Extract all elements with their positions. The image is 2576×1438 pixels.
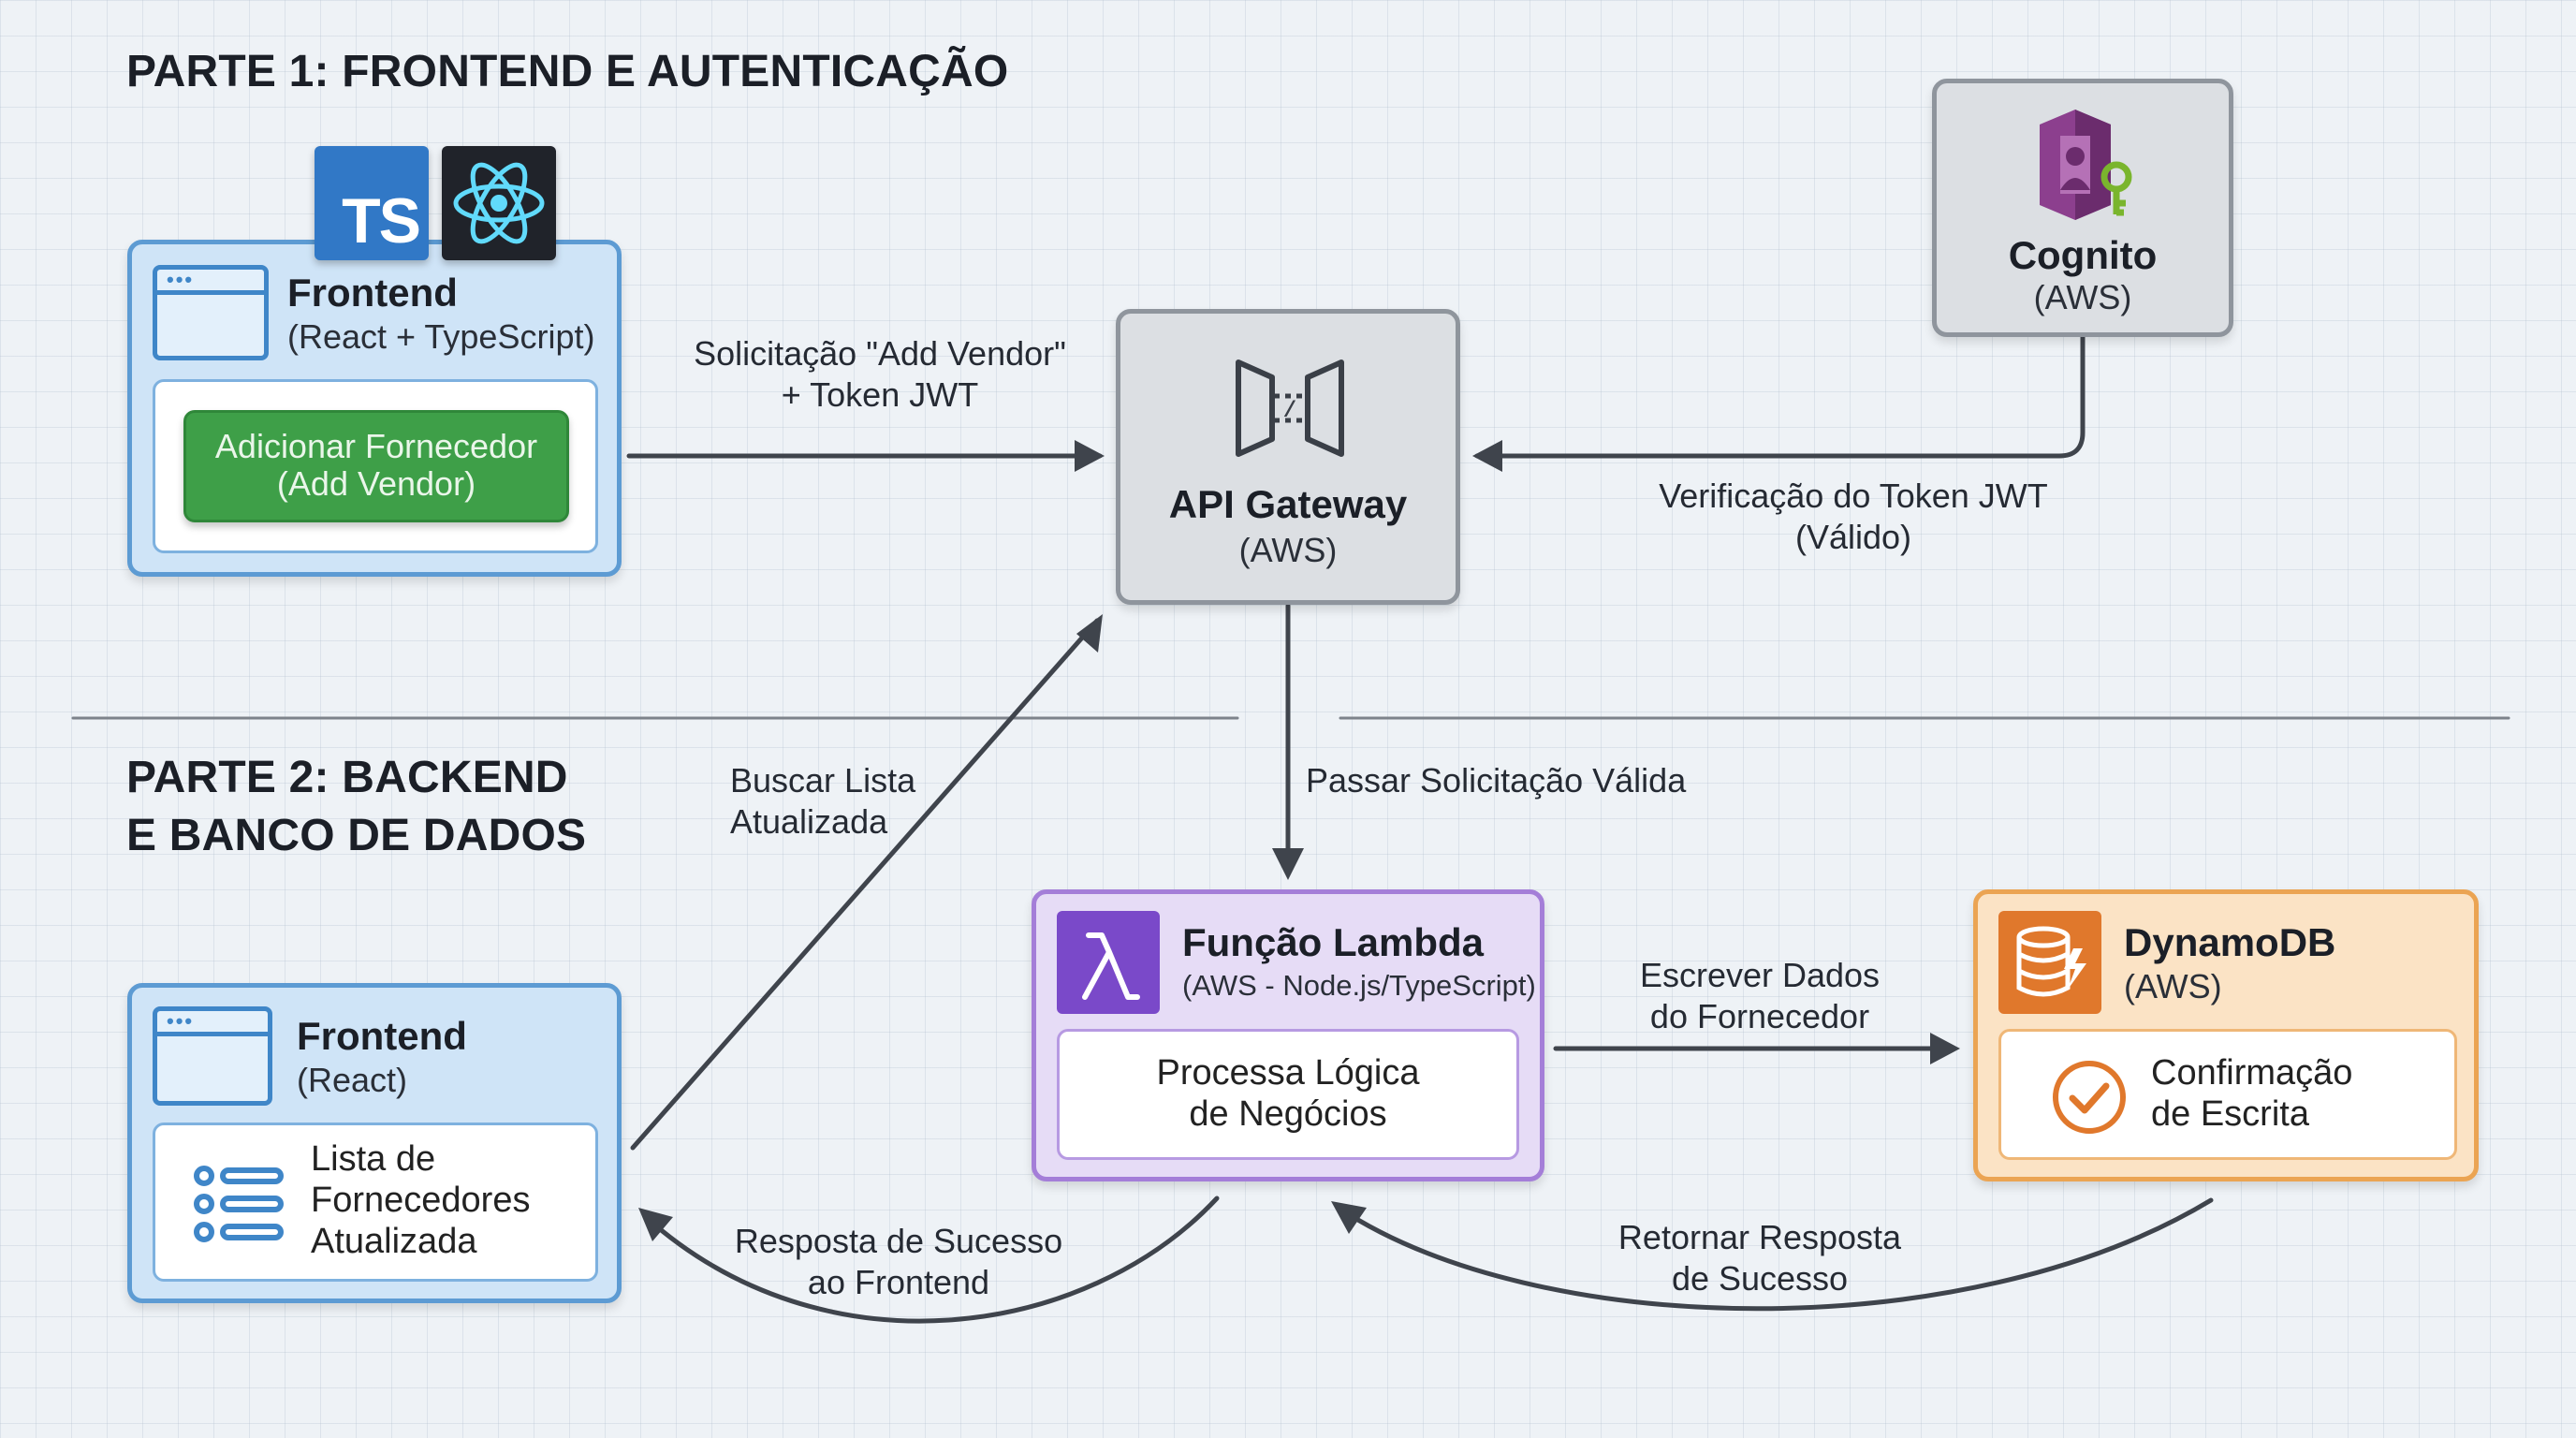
- lambda-body-line2: de Negócios: [1189, 1094, 1387, 1134]
- lambda-node: Função Lambda (AWS - Node.js/TypeScript)…: [1032, 889, 1544, 1181]
- arrow-dynamodb-to-lambda: [1336, 1197, 2214, 1312]
- frontend-top-subtitle: (React + TypeScript): [287, 317, 595, 356]
- edge-label-verify: Verificação do Token JWT (Válido): [1591, 476, 2115, 558]
- dynamodb-node: DynamoDB (AWS) Confirmação de Escrita: [1973, 889, 2479, 1181]
- typescript-icon: TS: [315, 146, 429, 260]
- frontend-bottom-node: ••• Frontend (React) Lista de Fornecedor…: [127, 983, 622, 1303]
- add-vendor-button-sublabel: (Add Vendor): [276, 464, 476, 503]
- edge-label-response-line2: ao Frontend: [807, 1263, 990, 1301]
- edge-label-return-line2: de Sucesso: [1671, 1259, 1849, 1298]
- edge-label-request: Solicitação "Add Vendor" + Token JWT: [655, 333, 1105, 416]
- dynamodb-icon: [1998, 911, 2101, 1014]
- cognito-subtitle: (AWS): [2033, 278, 2132, 316]
- edge-label-pass: Passar Solicitação Válida: [1306, 761, 1687, 800]
- frontend-bottom-title: Frontend: [297, 1014, 467, 1058]
- edge-label-response: Resposta de Sucesso ao Frontend: [711, 1221, 1086, 1303]
- edge-label-return: Retornar Resposta de Sucesso: [1573, 1217, 1947, 1299]
- edge-label-fetch: Buscar Lista Atualizada: [730, 760, 915, 843]
- dynamodb-inner-panel: Confirmação de Escrita: [1998, 1029, 2457, 1160]
- frontend-bottom-inner-panel: Lista de Fornecedores Atualizada: [153, 1123, 598, 1282]
- add-vendor-button-label: Adicionar Fornecedor: [214, 427, 538, 465]
- lambda-icon: [1057, 911, 1160, 1014]
- dynamodb-body-line2: de Escrita: [2151, 1094, 2309, 1134]
- typescript-icon-text: TS: [342, 185, 421, 257]
- frontend-top-title: Frontend: [287, 271, 458, 315]
- arrowhead-request: [1075, 440, 1105, 472]
- api-gateway-node: / API Gateway (AWS): [1116, 309, 1460, 605]
- arrow-cognito-to-gateway: [1474, 334, 2086, 459]
- heading-part2-line2: E BANCO DE DADOS: [126, 811, 587, 861]
- arrowhead-write: [1930, 1033, 1960, 1064]
- cognito-title: Cognito: [2008, 233, 2158, 277]
- edge-label-write: Escrever Dados do Fornecedor: [1573, 955, 1947, 1037]
- edge-label-request-line1: Solicitação "Add Vendor": [694, 334, 1066, 373]
- dynamodb-body: Confirmação de Escrita: [2151, 1052, 2352, 1135]
- edge-label-verify-line2: (Válido): [1794, 518, 1912, 556]
- arrow-frontend-to-gateway: [630, 618, 1100, 1151]
- dynamodb-title: DynamoDB: [2124, 920, 2336, 964]
- list-icon: [194, 1166, 284, 1242]
- react-icon: [442, 146, 556, 260]
- edge-label-write-line2: do Fornecedor: [1649, 997, 1870, 1035]
- heading-part2: PARTE 2: BACKEND E BANCO DE DADOS: [126, 749, 586, 866]
- arrow-lambda-to-frontend: [643, 1196, 1220, 1324]
- edge-label-fetch-line2: Atualizada: [730, 802, 888, 841]
- edge-label-write-line1: Escrever Dados: [1639, 956, 1881, 994]
- heading-part2-line1: PARTE 2: BACKEND: [126, 753, 568, 802]
- lambda-subtitle: (AWS - Node.js/TypeScript): [1182, 969, 1536, 1002]
- dynamodb-subtitle: (AWS): [2124, 967, 2222, 1005]
- arrowhead-pass: [1272, 848, 1304, 880]
- list-line1: Lista de: [311, 1139, 436, 1179]
- browser-window-icon: •••: [153, 1006, 272, 1106]
- edge-label-response-line1: Resposta de Sucesso: [734, 1222, 1063, 1260]
- heading-part1: PARTE 1: FRONTEND E AUTENTICAÇÃO: [126, 47, 1009, 96]
- lambda-inner-panel: Processa Lógica de Negócios: [1057, 1029, 1519, 1160]
- edge-label-return-line1: Retornar Resposta: [1617, 1218, 1902, 1256]
- check-circle-icon: [2053, 1061, 2126, 1134]
- list-line2: Fornecedores: [311, 1181, 531, 1220]
- api-gateway-subtitle: (AWS): [1238, 531, 1338, 569]
- frontend-top-node: ••• Frontend (React + TypeScript) Adicio…: [127, 240, 622, 577]
- lambda-title: Função Lambda: [1182, 920, 1485, 964]
- api-gateway-icon: /: [1236, 360, 1344, 457]
- arrowhead-fetch: [1076, 614, 1103, 653]
- browser-window-icon: •••: [153, 265, 269, 360]
- add-vendor-button[interactable]: Adicionar Fornecedor (Add Vendor): [183, 410, 569, 522]
- cognito-icon: [2040, 110, 2132, 220]
- arrowhead-response: [638, 1208, 673, 1241]
- cognito-node: Cognito (AWS): [1932, 79, 2233, 337]
- api-gateway-title: API Gateway: [1168, 482, 1408, 526]
- frontend-bottom-list-text: Lista de Fornecedores Atualizada: [311, 1138, 530, 1262]
- edge-label-verify-line1: Verificação do Token JWT: [1659, 477, 2048, 515]
- frontend-bottom-subtitle: (React): [297, 1061, 408, 1099]
- edge-label-request-line2: + Token JWT: [781, 375, 979, 414]
- dynamodb-body-line1: Confirmação: [2151, 1053, 2353, 1093]
- frontend-top-inner-panel: Adicionar Fornecedor (Add Vendor): [153, 379, 598, 553]
- list-line3: Atualizada: [311, 1222, 477, 1261]
- lambda-body-line1: Processa Lógica: [1156, 1053, 1420, 1093]
- svg-text:/: /: [1283, 399, 1296, 424]
- edge-label-fetch-line1: Buscar Lista: [730, 761, 916, 800]
- arrowhead-verify: [1472, 440, 1502, 472]
- arrowhead-return: [1331, 1201, 1367, 1234]
